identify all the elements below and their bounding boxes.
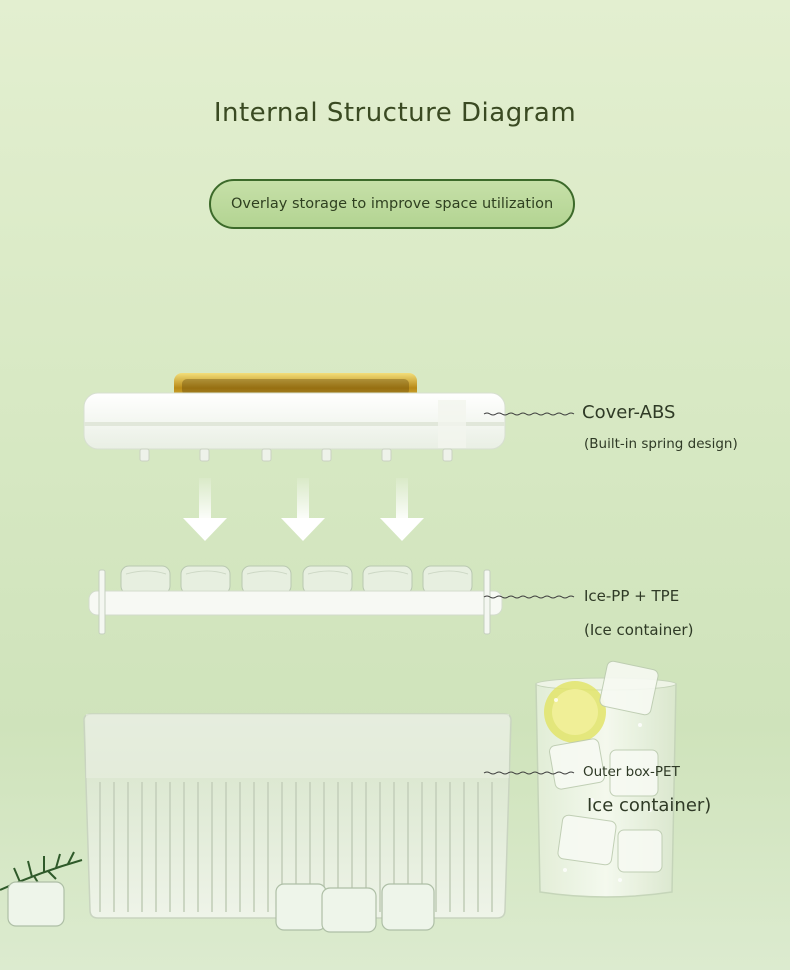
page-title: Internal Structure Diagram [213,98,577,128]
arrow-down-icon-3 [380,478,424,541]
leader-lines [483,412,575,775]
cover-part [83,373,506,462]
glass-of-ice [535,660,677,898]
cover-lid [83,392,506,450]
leader-box [483,771,575,775]
arrow-down-icon-2 [281,478,325,541]
cover-pins [139,448,453,462]
ice-tray-part [88,565,503,635]
subtitle-text: Overlay storage to improve space utiliza… [231,196,554,212]
tray-base [88,590,503,616]
outer-box-part [83,713,512,919]
leader-tray [483,595,575,599]
label-tray-note: (Ice container) [584,621,694,639]
tray-post-left [98,569,106,635]
label-box-name: Outer box-PET [583,764,680,780]
downward-arrows [183,478,424,541]
subtitle-pill: Overlay storage to improve space utiliza… [209,179,575,229]
arrow-down-icon-1 [183,478,227,541]
label-cover-note: (Built-in spring design) [584,436,738,452]
label-tray-name: Ice-PP + TPE [584,587,680,605]
ice-cubes-foreground [7,881,435,933]
tray-cups [120,565,473,595]
label-cover-name: Cover-ABS [582,402,676,423]
leader-cover [483,412,575,416]
tray-post-right [483,569,491,635]
label-box-note: Ice container) [587,795,712,816]
